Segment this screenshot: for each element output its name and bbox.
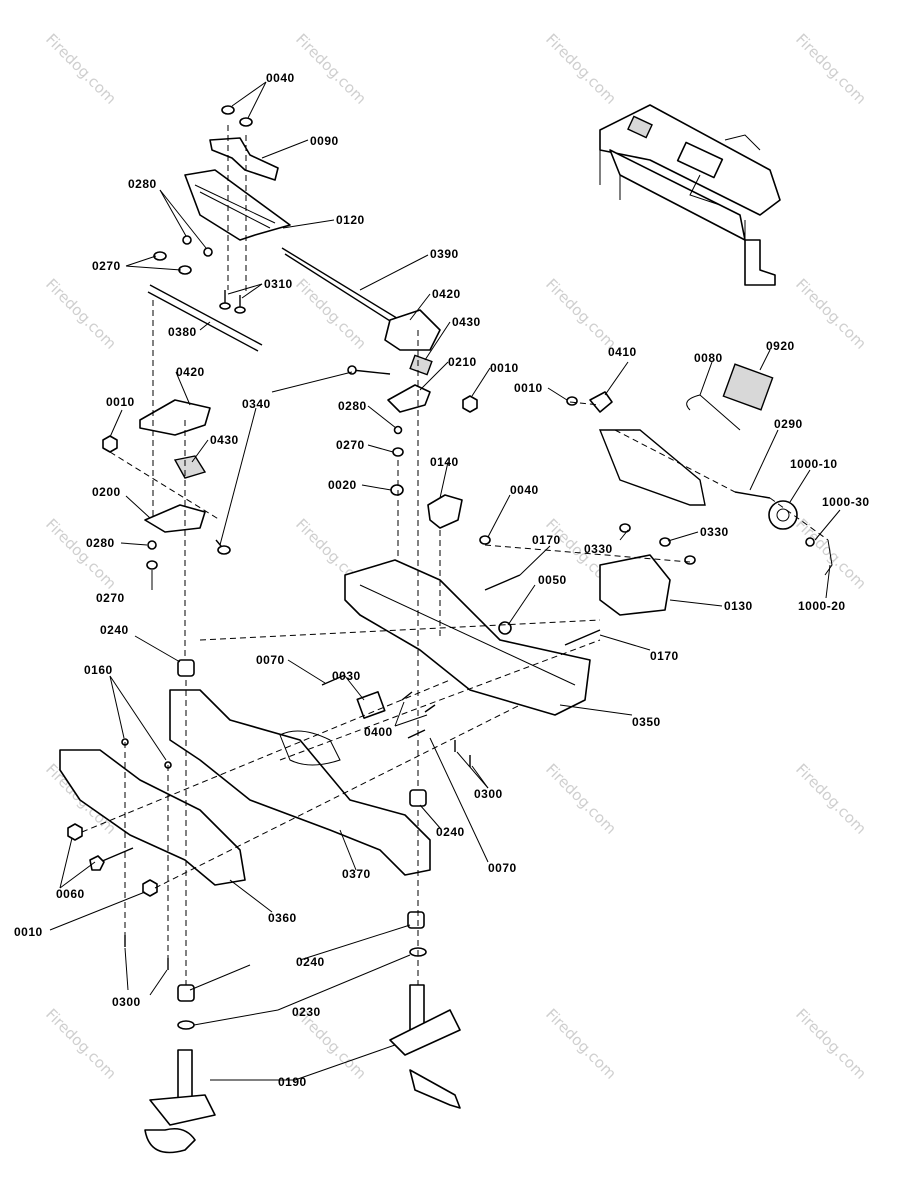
callout-0040: 0040	[510, 483, 539, 497]
callout-labels: 0040 0090 0280 0120 0270 0390 0310 0420 …	[14, 71, 870, 1089]
callout-0020: 0020	[328, 478, 357, 492]
callout-0080: 0080	[694, 351, 723, 365]
nut-0040	[239, 117, 253, 127]
callout-0060: 0060	[56, 887, 85, 901]
callout-0300: 0300	[112, 995, 141, 1009]
rod-0380	[149, 284, 263, 346]
callout-0200: 0200	[92, 485, 121, 499]
callout-0230: 0230	[292, 1005, 321, 1019]
spindle-0190-right	[389, 984, 461, 1109]
callout-0340: 0340	[242, 397, 271, 411]
callout-0330: 0330	[700, 525, 729, 539]
callout-0370: 0370	[342, 867, 371, 881]
callout-0240: 0240	[436, 825, 465, 839]
watermark: Firedog.com	[542, 1005, 620, 1083]
watermark: Firedog.com	[292, 30, 370, 108]
callout-0300: 0300	[474, 787, 503, 801]
callout-0010: 0010	[106, 395, 135, 409]
callout-0010: 0010	[14, 925, 43, 939]
callout-0390: 0390	[430, 247, 459, 261]
callout-0190: 0190	[278, 1075, 307, 1089]
watermark: Firedog.com	[792, 515, 870, 593]
watermark: Firedog.com	[42, 30, 120, 108]
callout-0430: 0430	[210, 433, 239, 447]
axle-plate-0360	[59, 749, 246, 886]
watermark: Firedog.com	[792, 275, 870, 353]
callout-0280: 0280	[86, 536, 115, 550]
callout-1000-10: 1000-10	[790, 457, 838, 471]
callout-0270: 0270	[96, 591, 125, 605]
callout-0170: 0170	[532, 533, 561, 547]
bracket-0130	[599, 554, 671, 616]
callout-0130: 0130	[724, 599, 753, 613]
callout-0420: 0420	[432, 287, 461, 301]
wheel-1000-10	[768, 500, 798, 530]
callout-1000-30: 1000-30	[822, 495, 870, 509]
callout-0380: 0380	[168, 325, 197, 339]
leader-lines	[49, 81, 841, 1081]
callout-0090: 0090	[310, 134, 339, 148]
callout-0010: 0010	[514, 381, 543, 395]
watermark: Firedog.com	[42, 1005, 120, 1083]
part-0200	[144, 504, 206, 533]
bracket-0420-right	[384, 309, 441, 351]
callout-0070: 0070	[488, 861, 517, 875]
watermark: Firedog.com	[542, 30, 620, 108]
pedal-pad-0920	[722, 363, 774, 411]
callout-0170: 0170	[650, 649, 679, 663]
callout-0240: 0240	[296, 955, 325, 969]
callout-0210: 0210	[448, 355, 477, 369]
bracket-0090	[209, 137, 279, 181]
callout-0430: 0430	[452, 315, 481, 329]
callout-0280: 0280	[128, 177, 157, 191]
callout-0160: 0160	[84, 663, 113, 677]
callout-0070: 0070	[256, 653, 285, 667]
watermark: Firedog.com	[292, 275, 370, 353]
callout-0420: 0420	[176, 365, 205, 379]
callout-0280: 0280	[338, 399, 367, 413]
watermark: Firedog.com	[542, 760, 620, 838]
rod-0390	[281, 247, 401, 321]
callout-0410: 0410	[608, 345, 637, 359]
bracket-0420-left	[139, 399, 211, 436]
nut-0040	[221, 105, 235, 115]
part-0210	[387, 384, 431, 413]
callout-0360: 0360	[268, 911, 297, 925]
parts	[59, 104, 833, 1154]
channel-0350	[344, 559, 591, 716]
callout-0350: 0350	[632, 715, 661, 729]
watermark: Firedog.com	[42, 515, 120, 593]
callout-0290: 0290	[774, 417, 803, 431]
callout-0010: 0010	[490, 361, 519, 375]
watermark: Firedog.com	[542, 275, 620, 353]
callout-1000-20: 1000-20	[798, 599, 846, 613]
bushing-0030	[356, 691, 386, 719]
bracket-0410	[589, 391, 613, 413]
callout-0050: 0050	[538, 573, 567, 587]
callout-0330: 0330	[584, 542, 613, 556]
watermark: Firedog.com	[42, 275, 120, 353]
callout-0120: 0120	[336, 213, 365, 227]
callout-0270: 0270	[92, 259, 121, 273]
watermark: Firedog.com	[792, 760, 870, 838]
axle-frame-0370	[169, 689, 431, 876]
callout-0140: 0140	[430, 455, 459, 469]
callout-0400: 0400	[364, 725, 393, 739]
callout-0310: 0310	[264, 277, 293, 291]
callout-0240: 0240	[100, 623, 129, 637]
callout-0030: 0030	[332, 669, 361, 683]
watermark: Firedog.com	[792, 1005, 870, 1083]
callout-0920: 0920	[766, 339, 795, 353]
assembly-thumbnail	[599, 104, 781, 286]
spindle-0190-left	[144, 1049, 216, 1154]
watermark: Firedog.com	[792, 30, 870, 108]
callout-0040: 0040	[266, 71, 295, 85]
bracket-0140	[427, 494, 463, 529]
callout-0270: 0270	[336, 438, 365, 452]
pedal-lever-0080	[598, 429, 706, 506]
